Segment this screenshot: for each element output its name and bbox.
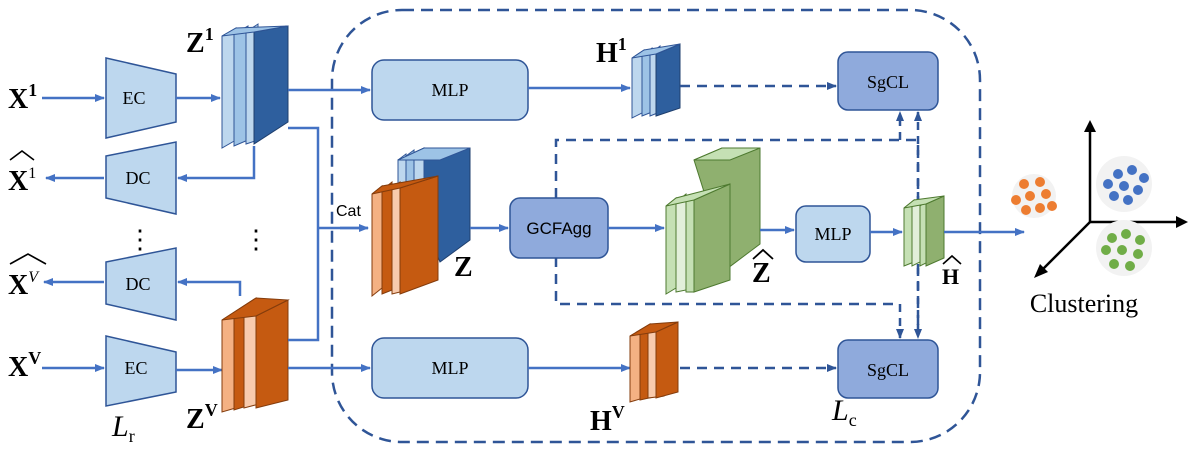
contrastive-loss-label: Lc — [831, 394, 857, 430]
svg-text:SgCL: SgCL — [867, 360, 909, 380]
hv-label: HV — [590, 402, 625, 437]
ellipsis-views-mid: ⋮ — [243, 225, 269, 254]
z-label: Z — [454, 252, 473, 283]
z1-label: Z1 — [186, 24, 214, 59]
h1-label: H1 — [596, 34, 627, 69]
svg-text:DC: DC — [125, 168, 150, 188]
recon-x1-label: X1 — [8, 165, 36, 197]
zv-label: ZV — [186, 400, 218, 435]
svg-text:MLP: MLP — [431, 358, 468, 378]
z-concat-stack — [371, 147, 471, 298]
hat-xv — [9, 253, 47, 265]
cat-label: Cat — [336, 203, 361, 220]
input-x1-label: X1 — [8, 80, 37, 115]
encoder-view1: EC — [105, 57, 177, 139]
contrastive-region — [330, 8, 982, 444]
h-hat-label: H — [942, 264, 959, 289]
h1-feature-stack — [631, 43, 681, 119]
cluster-green — [1096, 220, 1152, 276]
sgcl-bottom: SgCL — [837, 339, 939, 399]
svg-text:EC: EC — [122, 88, 145, 108]
svg-text:DC: DC — [125, 274, 150, 294]
decoder-viewv: DC — [105, 247, 177, 321]
zv-feature-stack — [221, 297, 290, 413]
reconstruction-loss-label: Lr — [111, 410, 135, 446]
recon-xv-label: XV — [8, 269, 40, 301]
z1-feature-stack — [221, 23, 289, 149]
cluster-blue — [1096, 156, 1152, 212]
encoder-viewv: EC — [105, 335, 177, 407]
mlp-fusion: MLP — [795, 205, 871, 263]
svg-text:MLP: MLP — [814, 224, 851, 244]
ellipsis-views-left: ⋮ — [127, 225, 153, 254]
decoder-view1: DC — [105, 141, 177, 215]
sgcl-top: SgCL — [837, 51, 939, 111]
mlp-viewv: MLP — [371, 337, 529, 399]
svg-text:SgCL: SgCL — [867, 72, 909, 92]
h-hat-caret — [942, 254, 962, 265]
h-hat-stack — [903, 195, 945, 267]
clustering-axes — [1034, 120, 1188, 278]
gcfagg-module: GCFAgg — [509, 197, 609, 259]
svg-text:GCFAgg: GCFAgg — [526, 219, 591, 238]
input-xv-label: XV — [8, 348, 41, 383]
z-hat-stack — [665, 147, 761, 295]
svg-text:EC: EC — [124, 358, 147, 378]
hv-feature-stack — [629, 321, 679, 403]
mlp-view1: MLP — [371, 59, 529, 121]
svg-text:MLP: MLP — [431, 80, 468, 100]
z-hat-label: Z — [752, 258, 771, 289]
cluster-orange — [1011, 174, 1057, 218]
hat-x1 — [9, 150, 35, 161]
z-hat-caret — [752, 248, 774, 260]
clustering-label: Clustering — [1030, 289, 1138, 318]
